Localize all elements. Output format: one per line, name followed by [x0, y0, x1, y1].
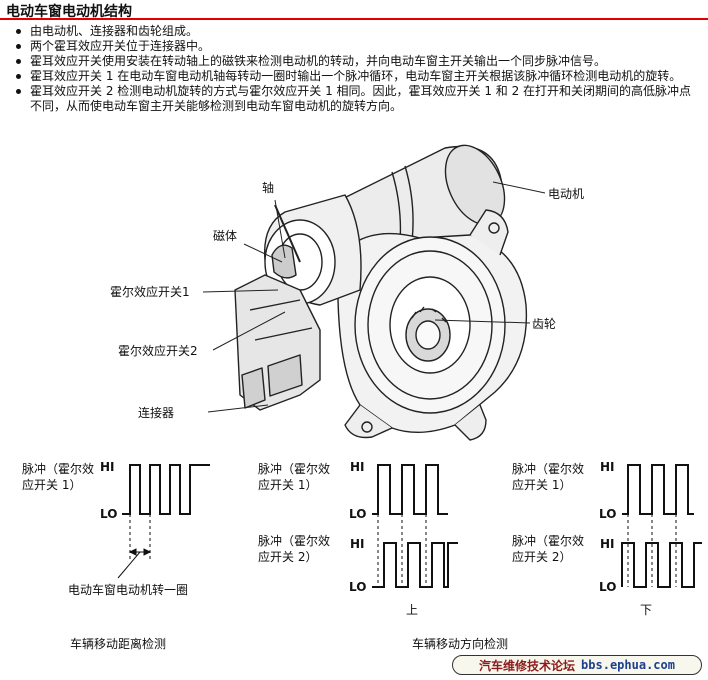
bullet-text: 霍耳效应开关 1 在电动车窗电动机轴每转动一圈时输出一个脉冲循环，电动车窗主开关… [30, 69, 682, 83]
alignment-dashes [129, 514, 677, 587]
site-url: bbs.ephua.com [581, 658, 675, 672]
label-connector: 连接器 [138, 405, 174, 420]
bullet-text: 由电动机、连接器和齿轮组成。 [30, 24, 199, 38]
waveform-up-switch-1 [372, 464, 448, 515]
leader-lines [202, 181, 546, 413]
one-revolution-label: 电动车窗电动机转一圈 [68, 582, 188, 597]
title-bar: 电动车窗电动机结构 [0, 0, 708, 20]
list-item: 霍耳效应开关使用安装在转动轴上的磁铁来检测电动机的转动，并向电动车窗主开关输出一… [10, 54, 700, 69]
pulse-label-up-1-line1: 脉冲（霍尔效 [258, 461, 330, 476]
lo-label-up-2: LO [349, 580, 366, 594]
pulse-label-down-2-line1: 脉冲（霍尔效 [512, 533, 584, 548]
lo-label-down-2: LO [599, 580, 616, 594]
distance-caption: 车辆移动距离检测 [70, 636, 166, 651]
lo-label-up-1: LO [349, 507, 366, 521]
pulse-label-down-1-line2: 应开关 1） [512, 477, 571, 492]
up-label: 上 [406, 603, 418, 617]
leader-motor [492, 181, 546, 194]
pulse-label-left-1: 脉冲（霍尔效 [22, 461, 94, 476]
bullet-dot-icon [16, 74, 21, 79]
lo-label-left: LO [100, 507, 117, 521]
hi-label-up-2: HI [350, 537, 365, 551]
waveform-distance [122, 464, 210, 515]
bullet-dot-icon [16, 29, 21, 34]
label-magnet: 磁体 [213, 228, 237, 243]
page-title: 电动车窗电动机结构 [6, 4, 132, 20]
direction-caption: 车辆移动方向检测 [412, 636, 508, 651]
waveform-labels: 脉冲（霍尔效 应开关 1） HI LO 电动车窗电动机转一圈 车辆移动距离检测 … [22, 460, 652, 651]
pulse-label-up-2-line1: 脉冲（霍尔效 [258, 533, 330, 548]
waveform-up-switch-2 [372, 542, 458, 588]
hi-label-down-2: HI [600, 537, 615, 551]
hi-label-up-1: HI [350, 460, 365, 474]
description-list: 由电动机、连接器和齿轮组成。 两个霍耳效应开关位于连接器中。 霍耳效应开关使用安… [10, 24, 700, 114]
label-gear: 齿轮 [532, 317, 556, 331]
down-label: 下 [640, 603, 652, 617]
leader-magnet [243, 243, 283, 263]
motor-illustration [234, 144, 528, 441]
bullet-text: 两个霍耳效应开关位于连接器中。 [30, 39, 211, 53]
revolution-arrow [117, 548, 152, 579]
pulse-label-down-1-line1: 脉冲（霍尔效 [512, 461, 584, 476]
label-hall-switch-2: 霍尔效应开关2 [118, 343, 198, 358]
hi-label-down-1: HI [600, 460, 615, 474]
list-item: 霍耳效应开关 1 在电动车窗电动机轴每转动一圈时输出一个脉冲循环，电动车窗主开关… [10, 69, 700, 84]
bullet-dot-icon [16, 89, 21, 94]
pulse-label-down-2-line2: 应开关 2） [512, 549, 571, 564]
pulse-label-up-2-line2: 应开关 2） [258, 549, 317, 564]
list-item: 霍耳效应开关 2 检测电动机旋转的方式与霍尔效应开关 1 相同。因此，霍耳效应开… [10, 84, 700, 114]
list-item: 两个霍耳效应开关位于连接器中。 [10, 39, 700, 54]
bullet-text: 霍耳效应开关使用安装在转动轴上的磁铁来检测电动机的转动，并向电动车窗主开关输出一… [30, 54, 607, 68]
pulse-label-left-2: 应开关 1） [22, 477, 81, 492]
bullet-text: 霍耳效应开关 2 检测电动机旋转的方式与霍尔效应开关 1 相同。因此，霍耳效应开… [30, 84, 692, 113]
waveform-traces [122, 464, 702, 588]
leader-connector [207, 404, 269, 413]
leader-hall2 [212, 311, 286, 351]
title-underline [0, 18, 708, 20]
label-hall-switch-1: 霍尔效应开关1 [110, 284, 190, 299]
site-badge: 汽车维修技术论坛 bbs.ephua.com [452, 655, 702, 675]
pulse-label-up-1-line2: 应开关 1） [258, 477, 317, 492]
bullet-dot-icon [16, 44, 21, 49]
waveform-down-switch-1 [622, 464, 694, 515]
label-shaft: 轴 [262, 180, 274, 195]
leader-gear [434, 319, 531, 324]
waveform-down-switch-2 [621, 542, 702, 588]
list-item: 由电动机、连接器和齿轮组成。 [10, 24, 700, 39]
leader-hall1 [202, 289, 279, 293]
bullet-dot-icon [16, 59, 21, 64]
label-motor: 电动机 [548, 187, 584, 201]
site-name: 汽车维修技术论坛 [479, 658, 576, 673]
lo-label-down-1: LO [599, 507, 616, 521]
hi-label-left: HI [100, 460, 115, 474]
leader-shaft [274, 199, 286, 259]
